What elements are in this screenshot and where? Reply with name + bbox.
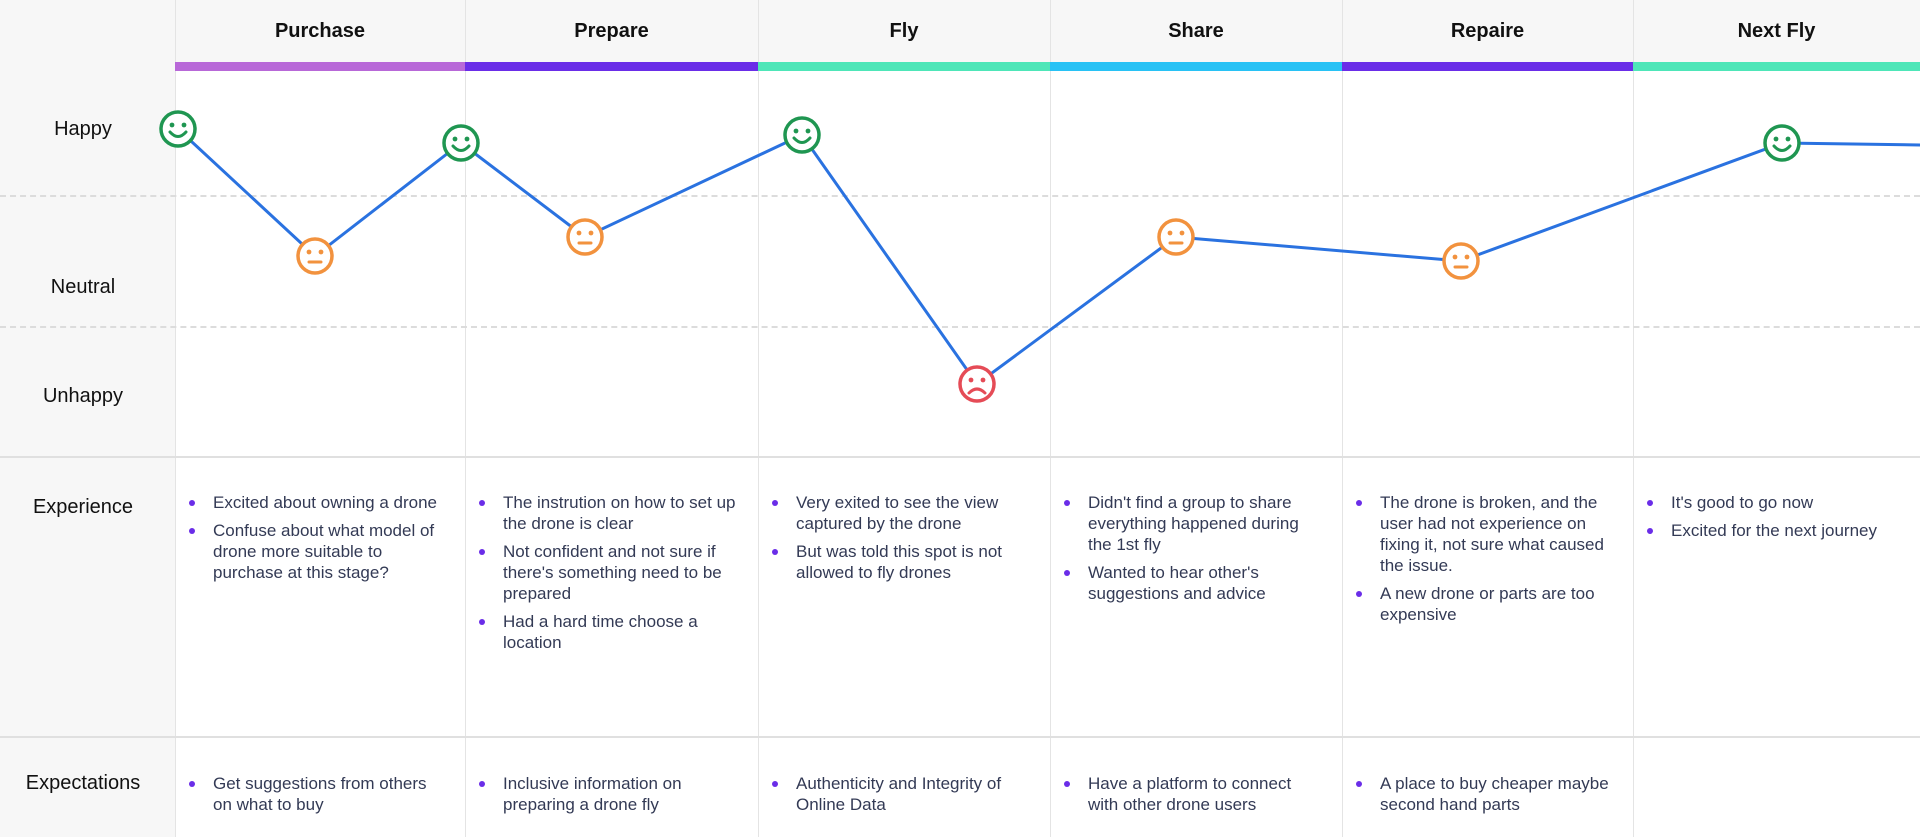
expectation-list: Authenticity and Integrity of Online Dat… — [770, 773, 1030, 815]
experience-item: Confuse about what model of drone more s… — [187, 520, 445, 583]
experience-item: Not confident and not sure if there's so… — [477, 541, 738, 604]
experience-item: A new drone or parts are too expensive — [1354, 583, 1613, 625]
neutral-face-icon — [1157, 218, 1195, 256]
happy-face-icon — [159, 110, 197, 148]
experience-item: It's good to go now — [1645, 492, 1900, 513]
experience-cell-fly: Very exited to see the view captured by … — [770, 492, 1030, 590]
experience-item: Didn't find a group to share everything … — [1062, 492, 1322, 555]
experience-item: But was told this spot is not allowed to… — [770, 541, 1030, 583]
row-label-expectations: Expectations — [25, 772, 141, 794]
happy-face-icon — [783, 116, 821, 154]
sad-face-icon — [958, 365, 996, 403]
expectation-cell-repaire: A place to buy cheaper maybe second hand… — [1354, 773, 1613, 822]
experience-list: The instrution on how to set up the dron… — [477, 492, 738, 653]
stage-bar-prepare — [465, 62, 758, 71]
stage-title-share: Share — [1168, 19, 1224, 42]
column-divider — [465, 0, 466, 837]
column-divider — [1050, 0, 1051, 837]
experience-item: The instrution on how to set up the dron… — [477, 492, 738, 534]
expectation-item: Inclusive information on preparing a dro… — [477, 773, 738, 815]
experience-item: The drone is broken, and the user had no… — [1354, 492, 1613, 576]
experience-cell-share: Didn't find a group to share everything … — [1062, 492, 1322, 611]
expectation-item: Get suggestions from others on what to b… — [187, 773, 445, 815]
stage-bar-repaire — [1342, 62, 1633, 71]
neutral-face-icon — [296, 237, 334, 275]
expectation-cell-fly: Authenticity and Integrity of Online Dat… — [770, 773, 1030, 822]
neutral-face-icon — [1442, 242, 1480, 280]
happy-neutral-divider — [0, 195, 1920, 197]
level-label-unhappy: Unhappy — [42, 385, 124, 407]
stage-bar-purchase — [175, 62, 465, 71]
experience-item: Wanted to hear other's suggestions and a… — [1062, 562, 1322, 604]
expectation-cell-share: Have a platform to connect with other dr… — [1062, 773, 1322, 822]
experience-list: Very exited to see the view captured by … — [770, 492, 1030, 583]
expectation-item: Have a platform to connect with other dr… — [1062, 773, 1322, 815]
experience-list: The drone is broken, and the user had no… — [1354, 492, 1613, 625]
column-divider — [1633, 0, 1634, 837]
happy-face-icon — [442, 124, 480, 162]
expectation-list: Get suggestions from others on what to b… — [187, 773, 445, 815]
stage-bar-fly — [758, 62, 1050, 71]
column-divider — [758, 0, 759, 837]
experience-list: Didn't find a group to share everything … — [1062, 492, 1322, 604]
column-divider — [1342, 0, 1343, 837]
stage-title-prepare: Prepare — [574, 19, 649, 42]
expectation-cell-prepare: Inclusive information on preparing a dro… — [477, 773, 738, 822]
row-label-experience: Experience — [32, 496, 134, 518]
neutral-face-icon — [566, 218, 604, 256]
level-label-happy: Happy — [54, 118, 112, 140]
expectations-row-divider — [0, 736, 1920, 738]
stage-title-next-fly: Next Fly — [1737, 19, 1816, 42]
stage-bar-next-fly — [1633, 62, 1920, 71]
experience-cell-prepare: The instrution on how to set up the dron… — [477, 492, 738, 660]
experience-item: Had a hard time choose a location — [477, 611, 738, 653]
expectation-cell-purchase: Get suggestions from others on what to b… — [187, 773, 445, 822]
experience-row-divider — [0, 456, 1920, 458]
expectation-item: Authenticity and Integrity of Online Dat… — [770, 773, 1030, 815]
column-divider — [175, 0, 176, 837]
stage-title-fly: Fly — [889, 19, 919, 42]
expectation-list: A place to buy cheaper maybe second hand… — [1354, 773, 1613, 815]
emotion-line — [176, 127, 1920, 386]
neutral-unhappy-divider — [0, 326, 1920, 328]
expectation-list: Have a platform to connect with other dr… — [1062, 773, 1322, 815]
row-label-column — [0, 0, 175, 837]
expectation-item: A place to buy cheaper maybe second hand… — [1354, 773, 1613, 815]
experience-item: Excited about owning a drone — [187, 492, 445, 513]
stage-title-repaire: Repaire — [1450, 19, 1525, 42]
level-label-neutral: Neutral — [50, 276, 116, 298]
expectation-list: Inclusive information on preparing a dro… — [477, 773, 738, 815]
experience-item: Very exited to see the view captured by … — [770, 492, 1030, 534]
experience-item: Excited for the next journey — [1645, 520, 1900, 541]
happy-face-icon — [1763, 124, 1801, 162]
stage-bar-share — [1050, 62, 1342, 71]
experience-cell-repaire: The drone is broken, and the user had no… — [1354, 492, 1613, 632]
stage-title-purchase: Purchase — [274, 19, 366, 42]
